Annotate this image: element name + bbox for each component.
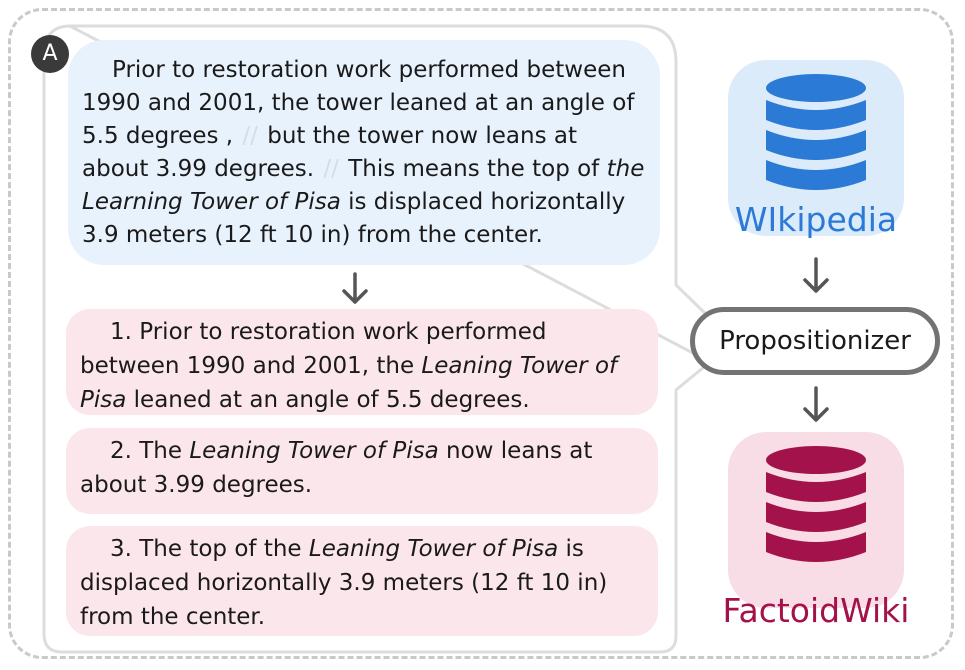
propositionizer-box: Propositionizer <box>690 307 940 375</box>
proposition-1-pre: 1. Prior to restoration work performed b… <box>80 319 547 379</box>
proposition-3-pre: 3. The top of the <box>110 536 302 562</box>
proposition-1-post: leaned at an angle of 5.5 degrees. <box>133 387 530 413</box>
proposition-1-italic: Leaning Tower of Pisa <box>80 353 618 413</box>
database-icon <box>766 74 866 190</box>
database-icon <box>766 446 866 562</box>
passage-segment-2: but the tower now leans at about 3.99 de… <box>82 123 578 182</box>
proposition-2-pre: 2. The <box>110 438 183 464</box>
proposition-3-post: is displaced horizontally 3.9 meters (12… <box>80 536 608 630</box>
factoidwiki-label: FactoidWiki <box>722 591 910 630</box>
arrow-down-icon <box>342 272 368 304</box>
proposition-3-italic: Leaning Tower of Pisa <box>308 536 559 562</box>
proposition-2-italic: Leaning Tower of Pisa <box>189 438 439 464</box>
passage-segment-3-prefix: This means the top of <box>348 156 600 182</box>
passage-segment-3-suffix: is displaced horizontally 3.9 meters (12… <box>82 189 626 248</box>
segment-separator: // <box>242 123 258 149</box>
passage-segment-1: Prior to restoration work performed betw… <box>82 57 635 149</box>
wikipedia-label: WIkipedia <box>734 200 898 239</box>
proposition-3: 3. The top of the Leaning Tower of Pisa … <box>66 526 658 636</box>
proposition-1: 1. Prior to restoration work performed b… <box>66 309 658 415</box>
outer-dashed-frame <box>8 8 954 659</box>
passage-segment-3-italic: the Learning Tower of Pisa <box>82 156 645 215</box>
proposition-2: 2. The Leaning Tower of Pisa now leans a… <box>66 428 658 514</box>
arrow-down-icon <box>803 386 829 422</box>
source-passage: Prior to restoration work performed betw… <box>68 40 660 265</box>
arrow-down-icon <box>803 257 829 293</box>
segment-separator: // <box>323 156 339 182</box>
proposition-2-post: now leans at about 3.99 degrees. <box>80 438 593 498</box>
panel-label-badge: A <box>31 35 69 73</box>
